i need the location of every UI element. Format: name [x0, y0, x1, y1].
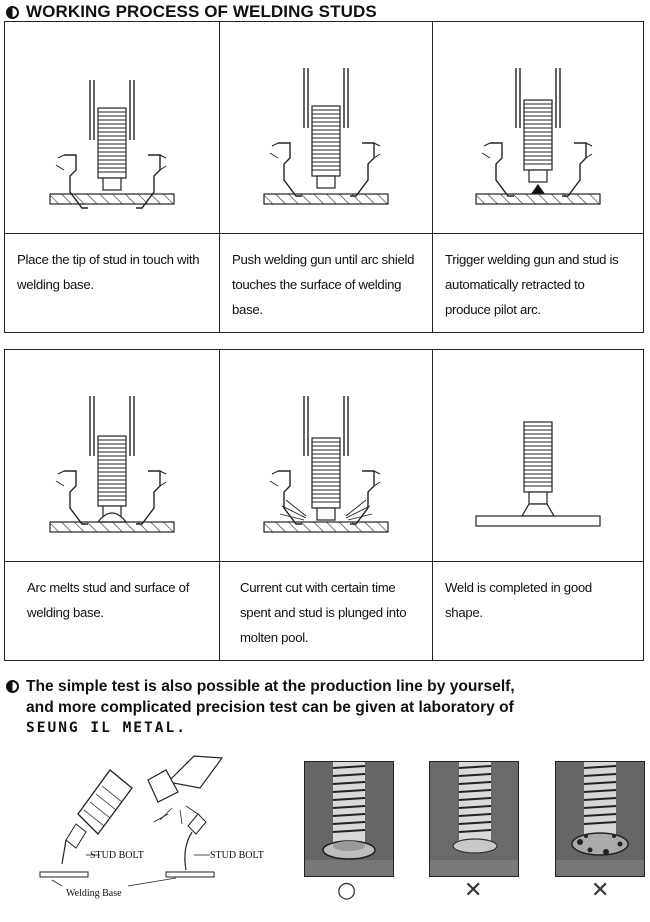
test-note-line-1: The simple test is also possible at the …: [26, 678, 515, 695]
title-text: WORKING PROCESS OF WELDING STUDS: [26, 2, 377, 21]
step-6-text: Weld is completed in good shape.: [445, 580, 592, 620]
page-title: WORKING PROCESS OF WELDING STUDS: [6, 2, 377, 22]
step-2-figure: [220, 22, 433, 233]
bullet-icon: [6, 680, 19, 693]
step-2-text: Push welding gun until arc shield touche…: [220, 234, 433, 332]
result-photo-good: [304, 761, 394, 877]
weld-photo-good: [305, 762, 393, 876]
step-4-text: Arc melts stud and surface of welding ba…: [5, 562, 220, 660]
step-4-figure: [5, 350, 220, 561]
step-5-text: Current cut with certain time spent and …: [220, 562, 433, 660]
step-3-text: Trigger welding gun and stud is automati…: [445, 252, 619, 317]
step-3-figure: [433, 22, 643, 233]
step-6-figure: [433, 350, 643, 561]
test-note-line-2: and more complicated precision test can …: [26, 699, 514, 716]
step-1-diagram: [49, 78, 175, 209]
step-5-figure: [220, 350, 433, 561]
weld-photo-bad-1: [430, 762, 518, 876]
step-1-figure: [5, 22, 220, 233]
step-1-text: Place the tip of stud in touch with weld…: [5, 234, 220, 332]
company-name: SEUNG IL METAL.: [26, 720, 187, 736]
stud-bolt-label-right: STUD BOLT: [210, 850, 264, 861]
bullet-icon: [6, 5, 19, 19]
result-mark-good: ○: [337, 878, 357, 903]
step-6-diagram: [475, 420, 601, 527]
process-grid-bottom: Arc melts stud and surface of welding ba…: [4, 349, 644, 661]
hammer-test-diagram: [39, 755, 224, 887]
welding-base-label: Welding Base: [66, 888, 122, 899]
hammer-test-illustration: STUD BOLT STUD BOLT Welding Base: [0, 752, 300, 922]
stud-bolt-label-left: STUD BOLT: [90, 850, 144, 861]
process-grid-top: Place the tip of stud in touch with weld…: [4, 21, 644, 333]
step-3-diagram: [475, 66, 601, 205]
step-5-diagram: [263, 394, 389, 533]
result-mark-bad-2: ✕: [591, 878, 610, 903]
result-mark-bad-1: ✕: [464, 878, 483, 903]
result-photo-bad-2: [555, 761, 645, 877]
test-note: The simple test is also possible at the …: [6, 676, 515, 739]
step-4-diagram: [49, 394, 175, 533]
weld-photo-bad-2: [556, 762, 644, 876]
result-photo-bad-1: [429, 761, 519, 877]
step-2-diagram: [263, 66, 389, 205]
